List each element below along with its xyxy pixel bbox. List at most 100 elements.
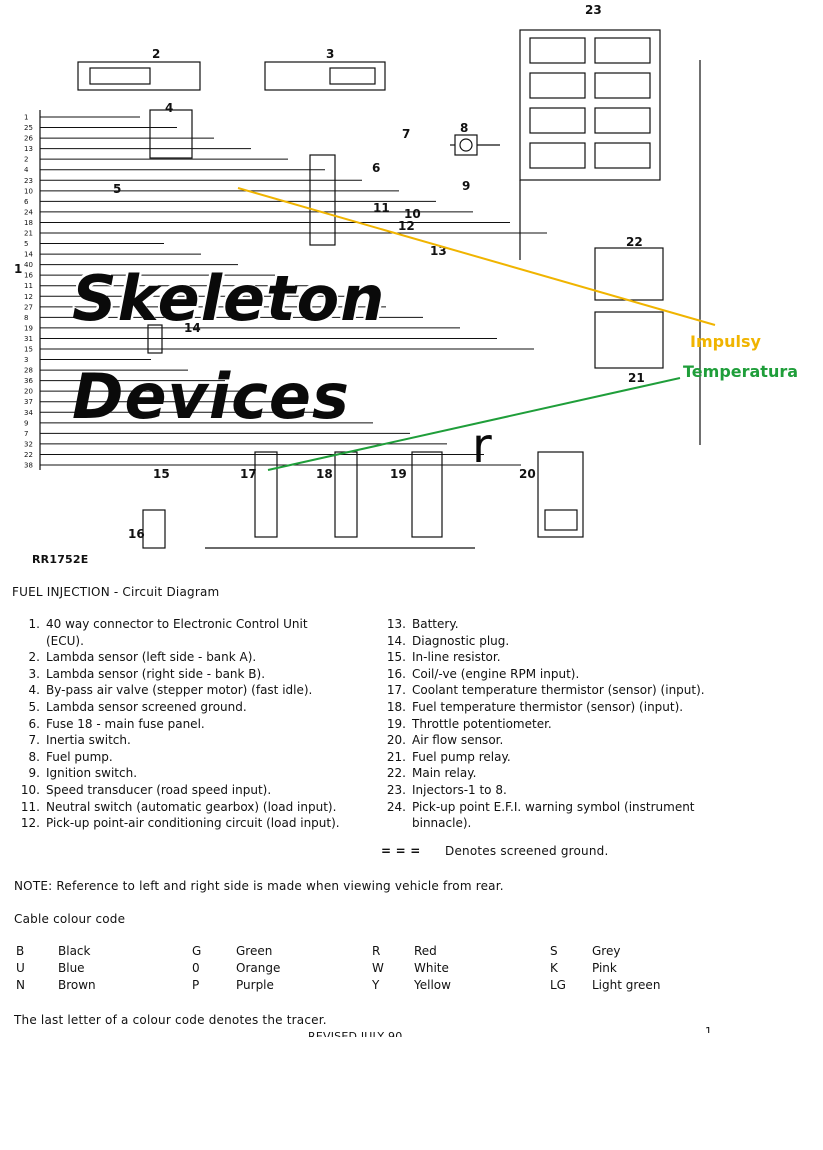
colour-name: White [414,961,449,975]
legend-item-number: 11. [20,799,40,814]
legend-item-text: Main relay. [412,766,477,781]
legend-item-number: 6. [28,716,40,731]
fuel-pump-relay [594,311,664,369]
legend-item-number: 2. [28,650,40,665]
connector-pin-label: 8 [24,314,28,322]
colour-code: 0 [192,961,200,975]
overlay-skeleton: Skeleton [72,262,386,335]
legend-item-text: Pick-up point E.F.I. warning symbol (ins… [412,799,695,831]
colour-name: Red [414,944,437,958]
lambda-sensor-right [264,61,386,91]
temperatura-pointer-line [267,377,681,471]
injectors-block [519,29,661,181]
connector-pin-label: 1 [24,114,28,122]
component-number: 9 [462,179,470,193]
label-temperatura: Temperatura [683,362,799,381]
legend-item-text: Neutral switch (automatic gearbox) (load… [46,799,337,814]
legend-item: 20.Air flow sensor. [380,732,712,749]
stepper-motor [149,109,193,159]
legend-item: 12.Pick-up point-air conditioning circui… [14,815,349,832]
legend-item: 11. Neutral switch (automatic gearbox) (l… [14,799,349,816]
connector-pin-label: 37 [24,398,33,406]
legend-item-text: Lambda sensor (right side - bank B). [46,666,266,681]
legend-item: 23.Injectors-1 to 8. [380,782,712,799]
connector-pin-label: 28 [24,367,33,375]
legend-item-number: 3. [28,666,40,681]
colour-name: Brown [58,978,96,992]
tracer-note: The last letter of a colour code denotes… [14,1013,327,1027]
colour-code: S [550,944,558,958]
legend-item-text: Fuel temperature thermistor (sensor) (in… [412,699,684,714]
throttle-pot [411,451,443,538]
connector-pin-label: 36 [24,377,33,385]
colour-name: Purple [236,978,274,992]
legend-item-text: Speed transducer (road speed input). [46,782,272,797]
component-number: 16 [128,527,145,541]
legend-left: 1.40 way connector to Electronic Control… [14,616,349,832]
legend-item-number: 22. [386,766,406,781]
colour-code: U [16,961,25,975]
connector-pin-label: 5 [24,240,28,248]
component-number: 2 [152,47,160,61]
connector-pin-label: 12 [24,293,33,301]
connector-pin-label: 3 [24,356,28,364]
connector-pin-label: 4 [24,166,29,174]
air-flow-sensor [537,451,584,538]
legend-item: 7.Inertia switch. [14,732,349,749]
legend-item: 6.Fuse 18 - main fuse panel. [14,716,349,733]
legend-item-number: 17. [386,683,406,698]
connector-pin-label: 34 [24,409,33,417]
legend-item-number: 12. [20,816,40,831]
legend-item-text: Ignition switch. [46,766,138,781]
legend-item: 22. Main relay. [380,765,712,782]
component-number: 11 [373,201,390,215]
component-number: 6 [372,161,380,175]
legend-item-text: Fuel pump. [46,749,113,764]
colour-name: Yellow [414,978,451,992]
component-number: 12 [398,219,415,233]
label-impulsy: Impulsy [690,332,761,351]
legend-item: 14. Diagnostic plug. [380,633,712,650]
legend-item-number: 4. [28,683,40,698]
legend-item-number: 23. [386,782,406,797]
colour-name: Black [58,944,91,958]
legend-item: 1.40 way connector to Electronic Control… [14,616,349,649]
legend-item-text: 40 way connector to Electronic Control U… [46,617,308,648]
connector-pin-label: 22 [24,451,33,459]
legend-item-number: 7. [28,733,40,748]
legend-item-text: Coolant temperature thermistor (sensor) … [412,683,705,698]
lambda-sensor-left [77,61,201,91]
legend-item: 17. Coolant temperature thermistor (senso… [380,682,712,699]
legend-item-text: By-pass air valve (stepper motor) (fast … [46,683,313,698]
screened-ground-symbol: = = = [381,844,421,858]
connector-pin-label: 25 [24,124,33,132]
legend-item-text: Diagnostic plug. [412,633,510,648]
component-number: 18 [316,467,333,481]
colour-name: Pink [592,961,617,975]
component-number: 7 [402,127,410,141]
connector-pin-label: 2 [24,156,28,164]
colour-name: Orange [236,961,281,975]
component-number: 20 [519,467,536,481]
overlay-r: r [472,418,493,474]
colour-name: Grey [592,944,621,958]
legend-item-number: 15. [386,650,406,665]
colour-code: LG [550,978,566,992]
diagram-caption: FUEL INJECTION - Circuit Diagram [12,585,220,599]
connector-pin-label: 31 [24,335,33,343]
legend-item: 21.Fuel pump relay. [380,749,712,766]
component-number: 8 [460,121,468,135]
legend-right: 13.Battery.14.Diagnostic plug.15.In-line… [380,616,712,832]
colour-code: B [16,944,25,958]
legend-item: 24. Pick-up point E.F.I. warning symbol (… [380,799,712,832]
connector-pin-label: 14 [24,251,33,259]
colour-name: Green [236,944,273,958]
legend-item: 18.Fuel temperature thermistor (sensor) … [380,699,712,716]
legend-item-number: 14. [386,633,406,648]
component-number: 19 [390,467,407,481]
legend-item-number: 9. [28,766,40,781]
connector-pin-label: 24 [24,208,33,216]
component-number: 14 [184,321,201,335]
legend-item-number: 24. [386,799,406,814]
